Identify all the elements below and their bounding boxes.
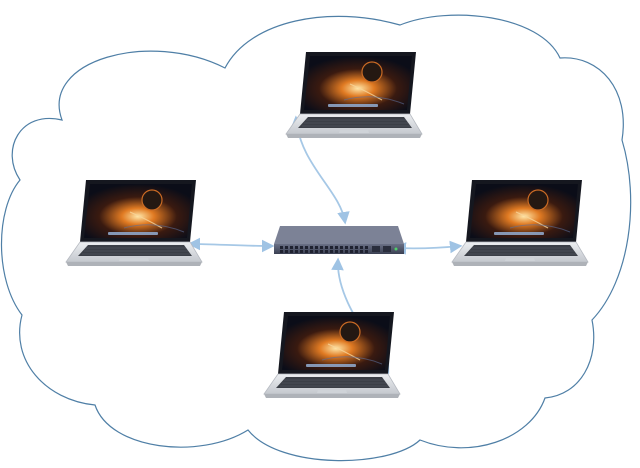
switch-icon xyxy=(274,226,404,254)
laptop-icon xyxy=(451,179,589,267)
laptop-icon xyxy=(65,179,203,267)
laptop-icon xyxy=(263,311,401,399)
laptop-icon xyxy=(285,51,423,139)
link-hub-left xyxy=(187,237,275,253)
link-hub-right xyxy=(393,240,463,255)
cloud-outline xyxy=(0,14,632,462)
